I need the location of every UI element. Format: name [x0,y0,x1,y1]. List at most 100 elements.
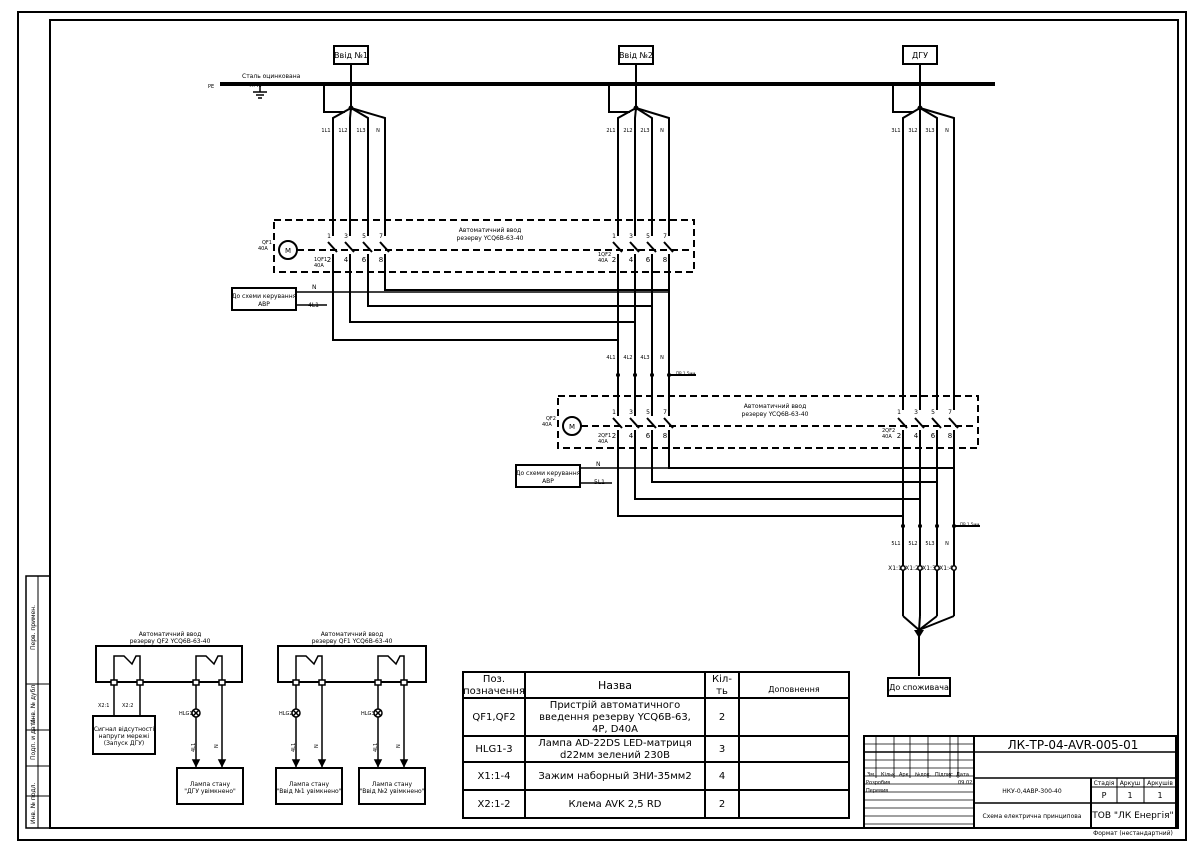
terminal-label: X1:3 [922,565,936,572]
svg-text:Автоматичний ввод: Автоматичний ввод [139,631,201,638]
svg-text:резерву QF1 YCQ6B-63-40: резерву QF1 YCQ6B-63-40 [312,638,393,645]
relay-contact [295,655,323,682]
conductors [296,84,980,676]
wire-label: 5L2 [908,541,917,547]
terminal [292,679,300,686]
arrow-icon [373,759,383,768]
svg-text:резерву YCQ6B-63-40: резерву YCQ6B-63-40 [742,411,809,418]
side-label-4: Подп. и дата [30,719,37,760]
svg-text:До споживача: До споживача [889,683,949,692]
cell-qty: 4 [719,771,725,782]
svg-text:АВР: АВР [542,478,554,485]
svg-text:"Ввід №2 увімкнено": "Ввід №2 увімкнено" [360,788,425,795]
th-pos-2: позначення [463,686,525,697]
svg-text:напруги мережі: напруги мережі [99,733,150,740]
consumer-box: До споживача [887,677,951,697]
terminal [110,679,118,686]
th-name: Назва [598,679,632,692]
svg-text:40A: 40A [882,434,892,440]
svg-text:Лампа стану: Лампа стану [190,781,231,788]
junction-dot [616,373,620,377]
contact-number: 1 [612,233,616,240]
svg-text:40A: 40A [598,258,608,264]
svg-text:X2:1: X2:1 [98,703,109,709]
ats2-block: Автоматичний ввод резерву YCQ6B-63-40 M … [542,395,979,449]
wire-label: 3L3 [925,128,934,134]
svg-text:АВР: АВР [258,301,270,308]
contact-number: 8 [379,256,383,264]
svg-text:Лампа стану: Лампа стану [289,781,330,788]
cell-name: введення резерву YCQ6B-63, [539,712,691,723]
arrow-icon [191,759,201,768]
svg-text:PE: PE [208,84,214,90]
svg-text:M: M [569,423,575,431]
contact-number: 3 [344,233,348,240]
contact-number: 4 [914,432,919,440]
svg-text:QF1: QF1 [262,240,272,246]
wire-label: 1L1 [321,128,330,134]
svg-text:QF2: QF2 [546,416,556,422]
cell-name: Пристрій автоматичного [550,699,680,711]
svg-text:До схеми керування: До схеми керування [232,293,297,300]
svg-text:"Ввід №1 увімкнено": "Ввід №1 увімкнено" [277,788,342,795]
svg-text:Дата: Дата [956,772,969,778]
svg-text:2QF1: 2QF1 [598,433,611,439]
terminal [900,565,906,571]
product-code: НКУ-0,4АВР-300-40 [1002,788,1062,795]
switch-blade [362,241,373,253]
doc-number: ЛК-ТР-04-AVR-005-01 [1008,738,1139,752]
contact-number: 8 [948,432,952,440]
contact-number: 7 [663,233,667,240]
wire-note-1: ПВ 1,5мм [676,371,695,376]
side-label-3: Инв. № дубл. [30,683,37,724]
contact-number: 7 [379,233,383,240]
phase-conductor [635,107,653,236]
svg-text:Підпис: Підпис [935,772,953,778]
contact-number: 6 [646,432,651,440]
svg-text:резерву QF2 YCQ6B-63-40: резерву QF2 YCQ6B-63-40 [130,638,211,645]
svg-text:4L1: 4L1 [373,743,379,752]
svg-text:"ДГУ увімкнено": "ДГУ увімкнено" [184,788,236,795]
junction-dot [633,105,639,111]
contact-number: 8 [663,256,667,264]
contact-number: 3 [914,409,918,416]
contact-number: 4 [629,256,634,264]
wire-label: 5L3 [925,541,934,547]
pe-drop [892,84,914,113]
svg-text:40A: 40A [542,422,552,428]
source-input2: Ввід №2 [618,45,654,65]
contact-number: 3 [629,233,633,240]
svg-text:Ввід №2: Ввід №2 [619,51,653,60]
control-box-2: До схеми керування АВР N 5L1 [515,461,605,488]
svg-text:Сталь оцинкована: Сталь оцинкована [242,73,301,80]
th-qty-1: Кіл- [712,673,732,685]
lamp-cross [374,709,382,717]
outer-frame [17,11,1187,841]
phase-conductor [919,107,955,410]
th-notes: Доповнення [768,685,820,694]
cell-name: Клема AVK 2,5 RD [568,799,661,810]
svg-text:4L1: 4L1 [308,302,319,309]
terminal-label: X1:2 [905,565,919,572]
svg-text:HLG1: HLG1 [179,711,193,717]
wire-label: 3L1 [891,128,900,134]
svg-text:Розробив: Розробив [866,780,890,786]
svg-text:№док.: №док. [915,772,932,778]
terminal [400,679,408,686]
svg-text:До схеми керування: До схеми керування [516,470,581,477]
title-block: ЛК-ТР-04-AVR-005-01 Зм. Кільк Арк. №док.… [863,735,1177,837]
terminal [951,565,957,571]
svg-text:M: M [285,247,291,255]
contact-number: 7 [948,409,952,416]
wire-label: 5L1 [891,541,900,547]
junction-dot [901,524,905,528]
contact-number: 4 [344,256,349,264]
ats2-output [651,430,937,483]
terminal [917,565,923,571]
svg-text:09.02: 09.02 [958,780,972,786]
wire-label: 2L1 [606,128,615,134]
wire-label: 1L2 [338,128,347,134]
svg-text:40A: 40A [314,263,324,269]
svg-text:X2:2: X2:2 [122,703,133,709]
pe-drop [323,84,345,113]
